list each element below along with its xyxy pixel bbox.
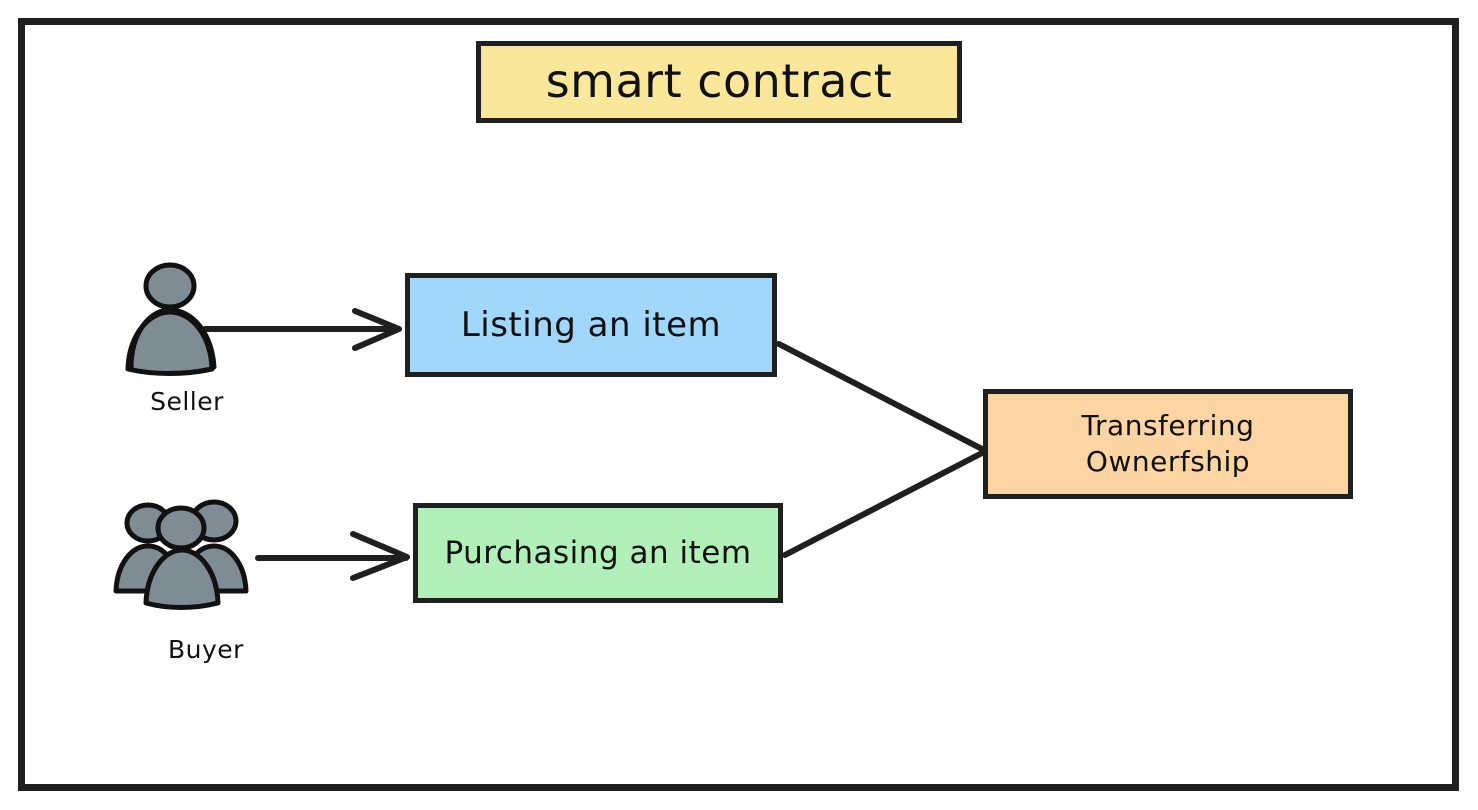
- actor-buyer-caption: Buyer: [168, 635, 244, 664]
- single-person-icon: [125, 262, 217, 376]
- node-transferring-ownership[interactable]: Transferring Ownerfship: [983, 389, 1353, 499]
- node-purchasing-label: Purchasing an item: [444, 534, 752, 571]
- group-of-people-icon: [113, 499, 249, 610]
- actor-seller-caption: Seller: [150, 387, 224, 416]
- title-label: smart contract: [545, 54, 893, 109]
- node-purchasing-an-item[interactable]: Purchasing an item: [413, 503, 783, 603]
- actor-seller: Seller: [115, 262, 275, 427]
- diagram-frame: [18, 18, 1459, 791]
- node-transfer-label: Transferring Ownerfship: [1081, 408, 1255, 478]
- actor-buyer: Buyer: [108, 487, 288, 677]
- title-box: smart contract: [476, 41, 962, 123]
- node-listing-an-item[interactable]: Listing an item: [405, 273, 777, 377]
- node-listing-label: Listing an item: [460, 304, 722, 345]
